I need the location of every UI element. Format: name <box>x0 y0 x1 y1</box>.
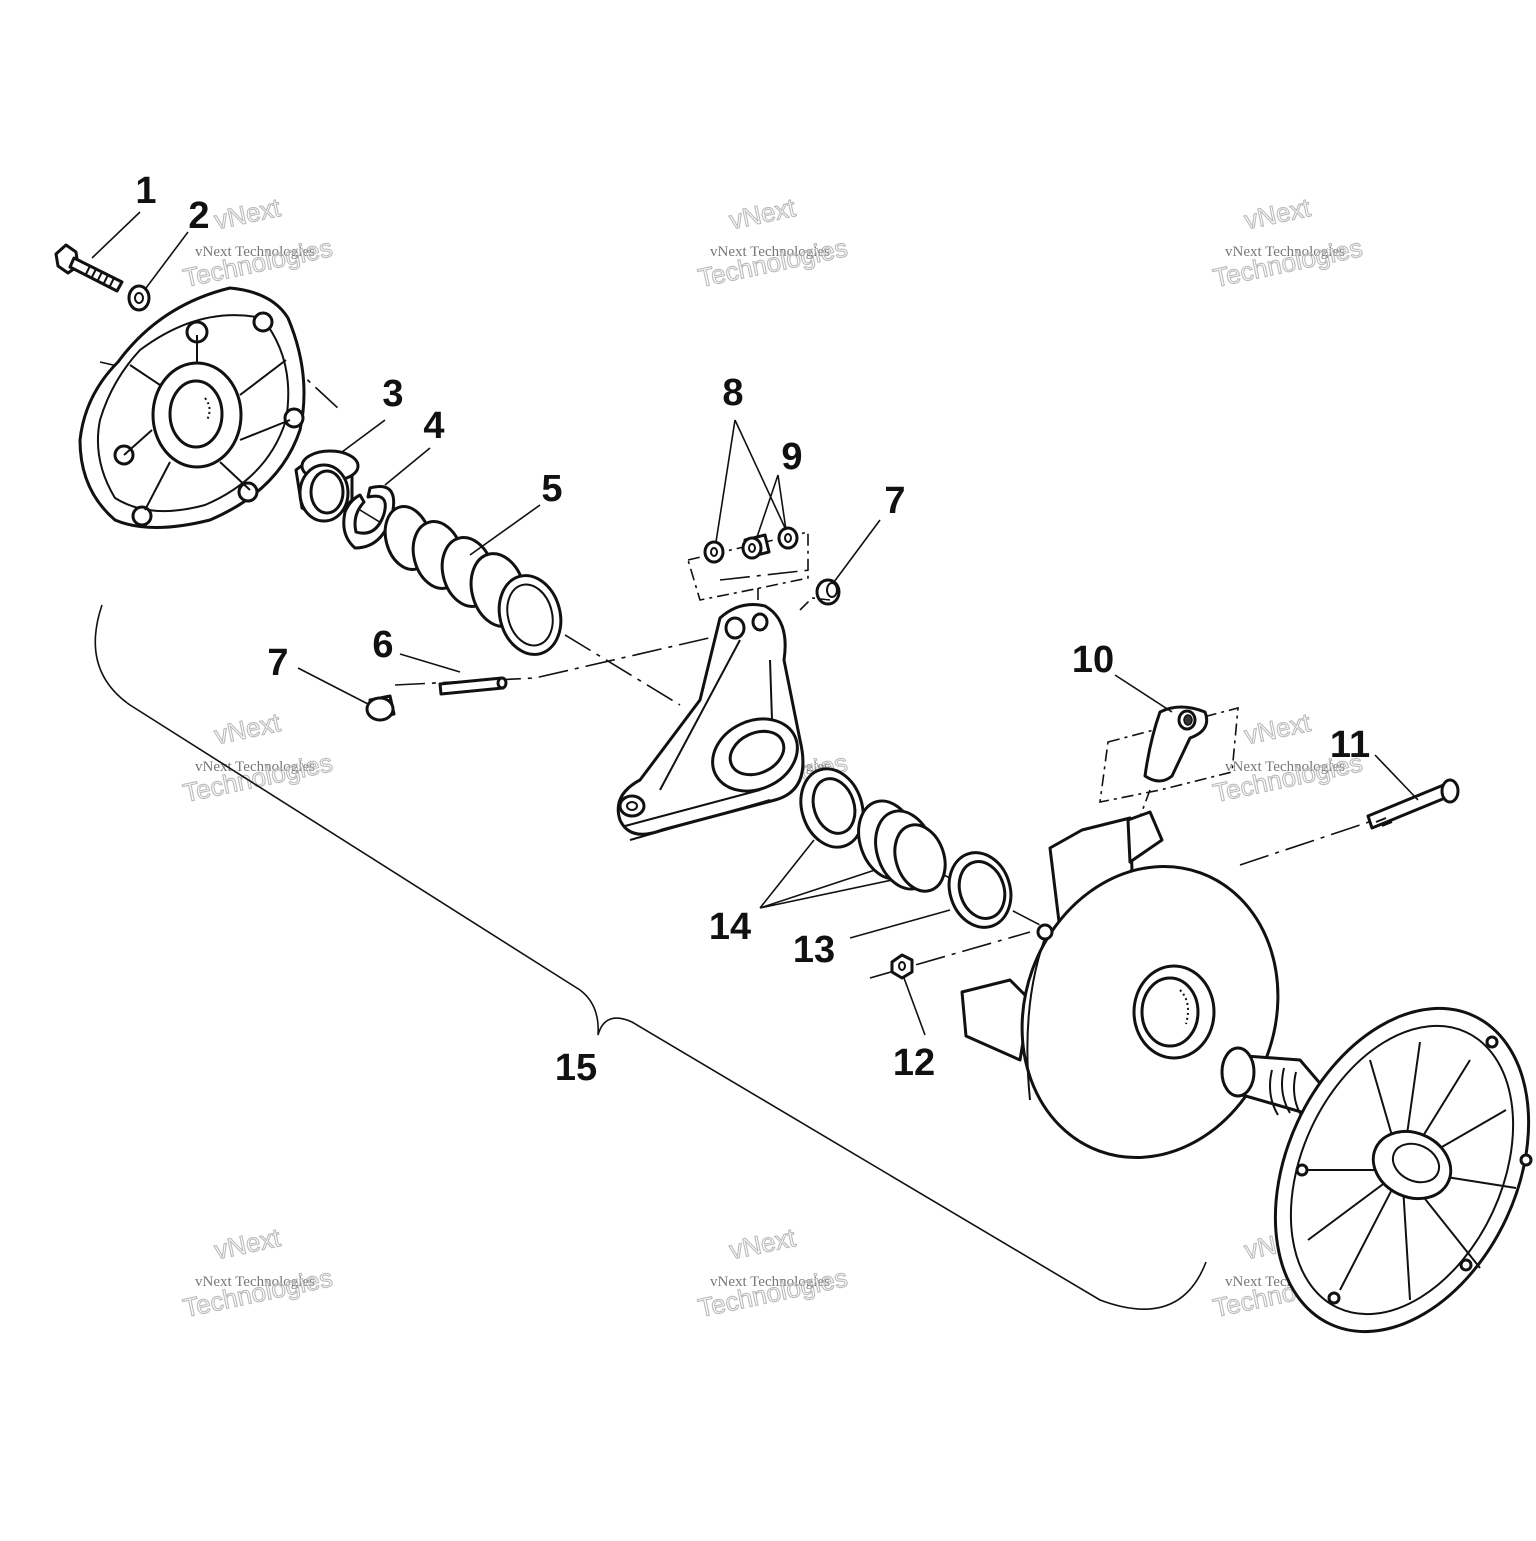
svg-text:vNext: vNext <box>212 192 284 235</box>
part-washer-2 <box>127 284 151 312</box>
part-seals-14 <box>799 767 947 893</box>
part-pin-6 <box>438 676 508 696</box>
svg-text:Technologies: Technologies <box>695 232 850 293</box>
svg-text:Technologies: Technologies <box>180 747 335 808</box>
svg-text:vNext: vNext <box>212 1222 284 1265</box>
callout-10: 10 <box>1072 639 1114 681</box>
callout-5: 5 <box>541 468 562 510</box>
svg-text:Technologies: Technologies <box>1210 232 1365 293</box>
callout-12: 12 <box>893 1042 935 1084</box>
part-movable-sheave <box>960 810 1280 1159</box>
svg-text:vNext Technologies: vNext Technologies <box>195 244 315 260</box>
part-bolt-1 <box>54 243 124 293</box>
svg-text:vNext Technologies: vNext Technologies <box>710 244 830 260</box>
watermark: vNext vNext Technologies Technologies <box>180 1222 336 1324</box>
part-cover-plate <box>78 286 306 529</box>
part-cam-weight-10 <box>1099 705 1239 823</box>
callout-4: 4 <box>423 405 444 447</box>
part-roller-7-right <box>815 578 841 606</box>
watermark: vNext vNext Technologies Technologies <box>1210 192 1366 294</box>
callout-7-right: 7 <box>884 480 905 522</box>
svg-text:vNext: vNext <box>1242 707 1314 750</box>
watermark: vNext vNext Technologies Technologies <box>695 1222 851 1324</box>
callout-8: 8 <box>722 372 743 414</box>
callout-2: 2 <box>188 195 209 237</box>
callout-14: 14 <box>709 906 751 948</box>
callout-13: 13 <box>793 929 835 971</box>
assembly-bracket-15 <box>94 604 1207 1310</box>
watermark: vNext vNext Technologies Technologies <box>695 192 851 294</box>
part-bushing-3 <box>294 449 360 523</box>
svg-text:vNext Technologies: vNext Technologies <box>1225 244 1345 260</box>
callout-3: 3 <box>382 373 403 415</box>
svg-text:Technologies: Technologies <box>180 1262 335 1323</box>
svg-text:vNext Technologies: vNext Technologies <box>195 759 315 775</box>
svg-text:vNext: vNext <box>1242 192 1314 235</box>
callout-labels: 1 2 3 4 5 6 7 7 8 9 10 11 12 13 14 15 <box>135 170 1370 1089</box>
callout-7-left: 7 <box>267 642 288 684</box>
watermark: vNext vNext Technologies Technologies <box>180 707 336 809</box>
part-nut-12 <box>890 953 914 980</box>
part-bolt-11 <box>1366 778 1460 830</box>
leader-lines <box>91 211 1419 1036</box>
callout-6: 6 <box>372 624 393 666</box>
svg-text:vNext Technologies: vNext Technologies <box>195 1274 315 1290</box>
svg-text:Technologies: Technologies <box>695 1262 850 1323</box>
part-spider-arm <box>616 603 805 841</box>
svg-text:vNext: vNext <box>212 707 284 750</box>
part-washers-8-9 <box>686 526 831 611</box>
svg-text:vNext: vNext <box>727 1222 799 1265</box>
svg-text:Technologies: Technologies <box>180 232 335 293</box>
svg-text:vNext Technologies: vNext Technologies <box>1225 759 1345 775</box>
part-bushing-13 <box>947 851 1013 929</box>
svg-text:vNext Technologies: vNext Technologies <box>710 1274 830 1290</box>
part-roller-7-left <box>365 694 396 722</box>
callout-1: 1 <box>135 170 156 212</box>
svg-text:vNext: vNext <box>727 192 799 235</box>
part-fixed-sheave <box>1220 1006 1533 1334</box>
part-spring-5 <box>383 505 563 656</box>
callout-15: 15 <box>555 1047 597 1089</box>
callout-9: 9 <box>781 436 802 478</box>
callout-11: 11 <box>1330 724 1370 766</box>
